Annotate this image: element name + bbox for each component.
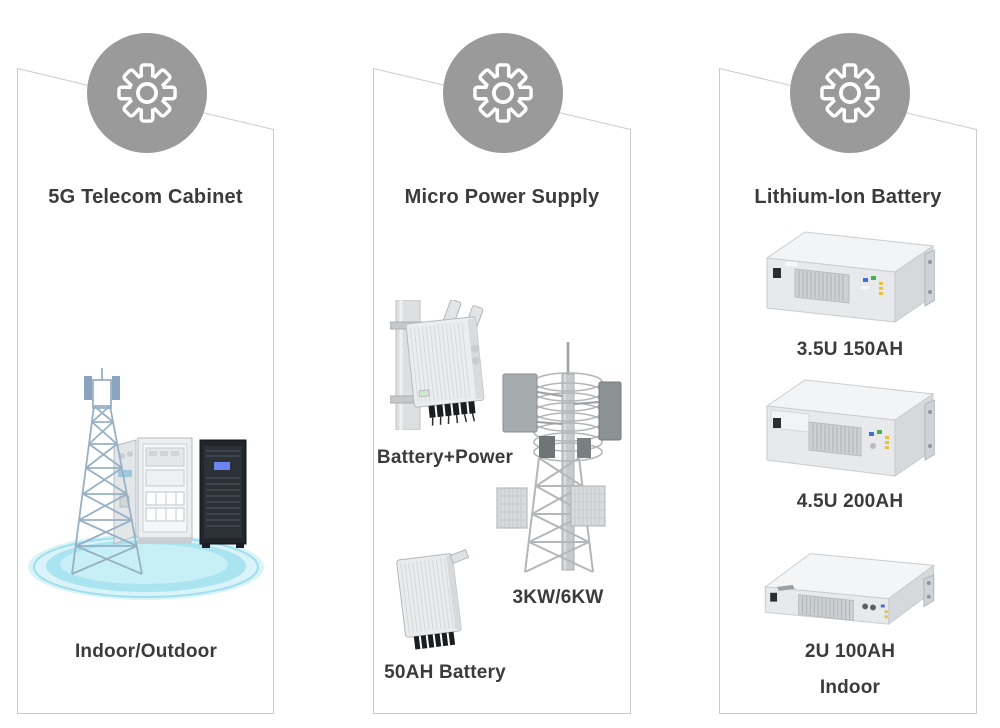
- label-indoor: Indoor: [819, 677, 881, 698]
- lattice-telecom-tower: [71, 368, 143, 575]
- mesh-cabinet-left: [496, 487, 528, 529]
- label-3-5u-150ah: 3.5U 150AH: [796, 339, 904, 360]
- pole-mounted-power-box: [390, 300, 485, 430]
- label-50ah-battery: 50AH Battery: [384, 662, 506, 683]
- gear-icon: [117, 63, 177, 123]
- icon-circle-2: [443, 33, 563, 153]
- gear-icon: [473, 63, 533, 123]
- indoor-rack: [199, 439, 247, 548]
- column-title-micro-power-supply: Micro Power Supply: [404, 186, 600, 208]
- tower-antenna-panels: [84, 376, 120, 400]
- label-3kw-6kw: 3KW/6KW: [512, 587, 604, 608]
- rack-battery-3-5u: [765, 231, 935, 323]
- rack-battery-2u: [763, 553, 935, 626]
- icon-circle-3: [790, 33, 910, 153]
- label-2u-100ah: 2U 100AH: [804, 641, 896, 662]
- icon-circle-1: [87, 33, 207, 153]
- label-battery-power: Battery+Power: [376, 447, 514, 468]
- mesh-cabinet-right: [570, 485, 606, 527]
- antenna-panel-left: [502, 373, 538, 433]
- column-title-lithium-ion-battery: Lithium-Ion Battery: [754, 186, 942, 208]
- label-indoor-outdoor: Indoor/Outdoor: [74, 641, 218, 662]
- label-4-5u-200ah: 4.5U 200AH: [796, 491, 904, 512]
- column-title-telecom-cabinet: 5G Telecom Cabinet: [48, 186, 243, 208]
- glow-platform: [28, 534, 264, 600]
- gear-icon: [820, 63, 880, 123]
- telecom-site-illustration: [28, 368, 264, 600]
- antenna-panel-right: [598, 381, 622, 441]
- rack-battery-4-5u: [765, 379, 935, 477]
- monopole-antenna-tower: [496, 342, 622, 573]
- finned-battery-box: [396, 549, 470, 650]
